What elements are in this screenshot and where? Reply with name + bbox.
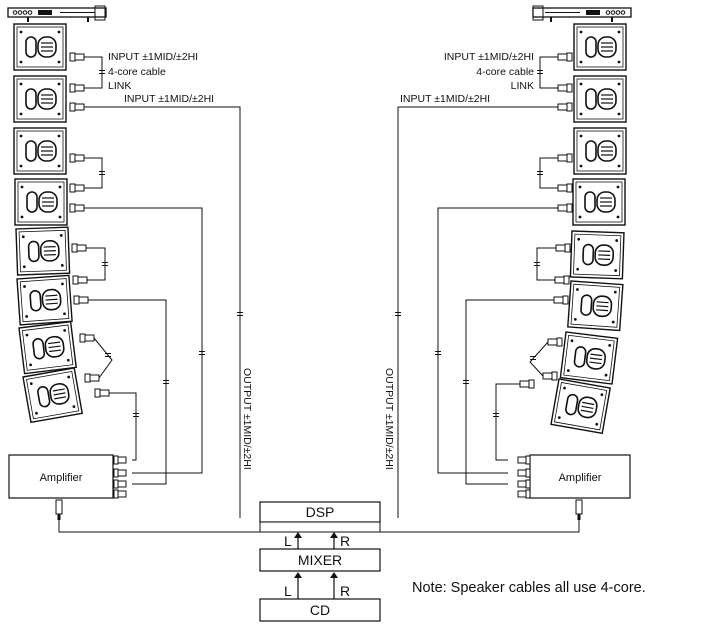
left-connector <box>69 183 85 193</box>
left-connector <box>79 333 95 343</box>
right-amplifier-label: Amplifier <box>559 472 602 484</box>
right-speaker-5 <box>569 230 625 280</box>
dsp-label: DSP <box>306 504 335 520</box>
left-input-link-label: INPUT ±1MID/±2HI <box>108 51 198 63</box>
mixer-right-channel-label: R <box>340 583 350 599</box>
left-output-label: OUTPUT ±1MID/±2HI <box>241 368 253 470</box>
right-array: INPUT ±1MID/±2HI 4-core cable LINK INPUT… <box>383 5 632 518</box>
left-amp-connector <box>113 468 127 478</box>
right-cable-label: 4-core cable <box>476 66 534 78</box>
mixer-label: MIXER <box>298 552 342 568</box>
left-speaker-6 <box>16 274 73 326</box>
left-amp-connector <box>113 479 127 489</box>
cd-label: CD <box>310 602 330 618</box>
right-connector <box>557 102 573 112</box>
cd-block <box>259 598 381 622</box>
right-amplifier: Amplifier <box>380 454 631 533</box>
note-text: Note: Speaker cables all use 4-core. <box>412 580 646 596</box>
left-connector <box>69 102 85 112</box>
dsp-base <box>259 521 381 533</box>
right-speaker-6 <box>566 280 624 332</box>
left-speaker-2 <box>13 75 67 123</box>
left-speaker-3 <box>13 127 67 175</box>
left-connector <box>69 83 85 93</box>
left-speaker-4 <box>14 178 68 226</box>
left-amplifier-label: Amplifier <box>40 472 83 484</box>
right-speaker-7 <box>559 331 619 385</box>
right-amp-connector <box>517 468 531 478</box>
left-array: INPUT ±1MID/±2HI 4-core cable LINK INPUT… <box>7 5 253 518</box>
right-output-label: OUTPUT ±1MID/±2HI <box>383 368 395 470</box>
right-connector <box>554 275 570 285</box>
right-input-main-label: INPUT ±1MID/±2HI <box>400 93 490 105</box>
left-connector <box>69 153 85 163</box>
left-connector <box>72 275 88 285</box>
right-connector <box>557 83 573 93</box>
right-connector <box>519 379 535 389</box>
left-link-cables <box>84 56 113 379</box>
right-connector <box>555 243 571 253</box>
left-input-main-label: INPUT ±1MID/±2HI <box>124 93 214 105</box>
right-output-cables <box>397 106 558 518</box>
right-amp-connector <box>517 489 531 499</box>
right-speaker-1 <box>573 23 627 71</box>
right-connector <box>557 52 573 62</box>
right-speaker-4 <box>572 178 626 226</box>
right-speaker-3 <box>573 127 627 175</box>
left-speaker-7 <box>18 320 78 375</box>
right-connector <box>557 203 573 213</box>
right-input-link-label: INPUT ±1MID/±2HI <box>444 51 534 63</box>
left-rigging-bar <box>7 5 107 22</box>
left-cable-label: 4-core cable <box>108 66 166 78</box>
left-connector <box>84 373 100 383</box>
right-connector <box>557 153 573 163</box>
left-connector <box>71 243 87 253</box>
left-link-label: LINK <box>108 80 131 92</box>
left-speaker-5 <box>15 226 71 276</box>
left-connector <box>73 295 89 305</box>
right-speaker-8 <box>550 378 612 435</box>
right-link-label: LINK <box>511 80 534 92</box>
left-output-cables <box>84 106 241 518</box>
dsp-right-channel-label: R <box>340 533 350 549</box>
right-amp-connector <box>517 455 531 465</box>
left-connector <box>69 203 85 213</box>
mixer-block <box>259 548 381 572</box>
right-connector <box>557 183 573 193</box>
left-speaker-8 <box>22 367 83 424</box>
left-amplifier: Amplifier <box>8 454 260 533</box>
left-amp-connector <box>113 489 127 499</box>
right-amp-connector <box>517 479 531 489</box>
right-connector <box>553 295 569 305</box>
right-connector <box>542 371 558 381</box>
right-speaker-2 <box>573 75 627 123</box>
left-amp-connector <box>113 455 127 465</box>
right-connector <box>547 337 563 347</box>
left-connector <box>69 52 85 62</box>
right-link-cables <box>529 56 558 377</box>
left-connector <box>94 388 110 398</box>
dsp-left-channel-label: L <box>284 533 292 549</box>
signal-chain: DSP L R MIXER L R CD <box>259 501 381 622</box>
right-rigging-bar <box>532 5 632 22</box>
mixer-left-channel-label: L <box>284 583 292 599</box>
left-speaker-1 <box>13 23 67 71</box>
